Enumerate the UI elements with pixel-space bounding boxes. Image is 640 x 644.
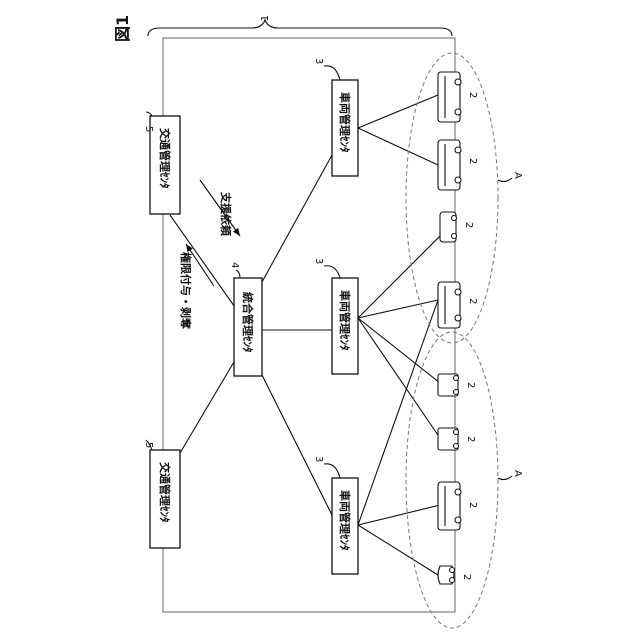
integrated-center-ref: 4 [229, 262, 240, 268]
bus-vehicle [438, 140, 461, 190]
integrated-center-label: 統合管理ｾﾝﾀ [241, 292, 255, 353]
vehicle-center-1-ref: 3 [313, 58, 324, 64]
vehicle-center-3: 車両管理ｾﾝﾀ 3 [313, 456, 358, 574]
system-ref-number: 1 [260, 15, 271, 21]
support-request-label: 支援依頼 [219, 191, 233, 237]
traffic-center-bottom-label: 交通管理ｾﾝﾀ [158, 462, 172, 523]
bus-vehicle [438, 282, 461, 328]
vehicle-center-2-label: 車両管理ｾﾝﾀ [338, 290, 352, 351]
vehicle-center-3-label: 車両管理ｾﾝﾀ [338, 490, 352, 551]
vehicle-ref: 2 [465, 382, 476, 388]
integrated-center: 統合管理ｾﾝﾀ 4 [229, 262, 262, 376]
car-vehicle [440, 212, 457, 242]
figure-label: 図1 [113, 15, 132, 42]
vehicle-center-1-label: 車両管理ｾﾝﾀ [338, 92, 352, 153]
bus-vehicle [438, 482, 461, 530]
vehicle-ref: 2 [467, 502, 478, 508]
vehicle-center-2: 車両管理ｾﾝﾀ 3 [313, 258, 358, 374]
traffic-center-top: 交通管理ｾﾝﾀ 5 [143, 112, 180, 214]
truck-vehicle [438, 374, 459, 396]
vehicle-center-1: 車両管理ｾﾝﾀ 3 [313, 58, 358, 176]
area-a-bottom-ref: A [512, 470, 523, 477]
traffic-center-top-ref: 5 [143, 126, 154, 132]
system-bracket [148, 20, 452, 36]
vehicle-ref: 2 [465, 436, 476, 442]
authority-label: 権限付与・剥奪 [179, 252, 193, 330]
sports-car-vehicle [438, 566, 455, 584]
vehicle-ref: 2 [461, 574, 472, 580]
truck-vehicle [438, 428, 459, 450]
vehicle-ref: 2 [463, 222, 474, 228]
vehicle-center-2-ref: 3 [313, 258, 324, 264]
system-frame [163, 38, 455, 612]
vehicle-center-3-ref: 3 [313, 456, 324, 462]
bus-vehicle [438, 72, 461, 122]
traffic-center-top-label: 交通管理ｾﾝﾀ [158, 128, 172, 189]
vehicle-ref: 2 [467, 92, 478, 98]
area-a-top-ref: A [512, 172, 523, 179]
vehicle-ref: 2 [467, 158, 478, 164]
traffic-center-bottom: 交通管理ｾﾝﾀ 5 [143, 440, 180, 548]
vehicle-ref: 2 [467, 298, 478, 304]
